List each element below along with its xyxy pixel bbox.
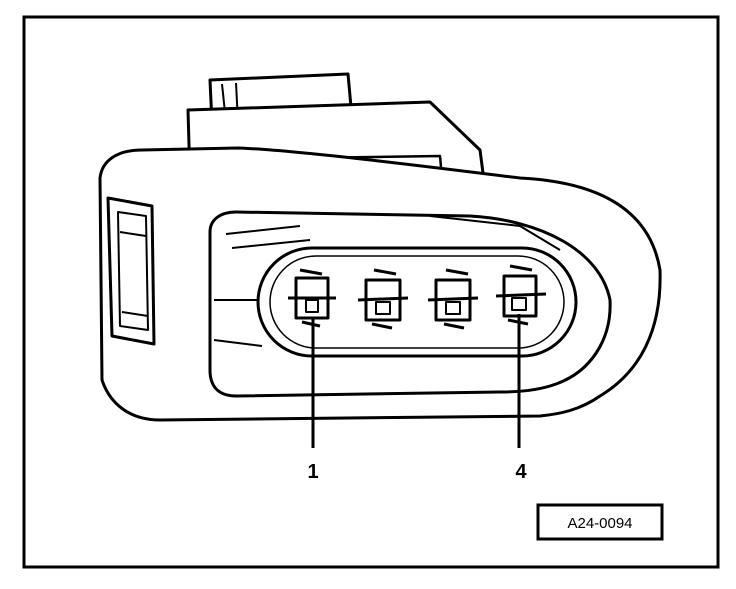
pin-carrier-inner [269,255,565,349]
callout-label-4: 4 [515,461,527,483]
pin-4 [495,264,547,326]
pin-1 [288,268,336,328]
callout-label-1: 1 [307,461,318,483]
internal-ribs [213,215,561,347]
pin-2 [357,268,409,330]
pin-carrier [256,246,578,358]
figure-frame [22,15,720,569]
figure-id-box [536,503,664,541]
side-window [106,196,156,346]
figure-id: A24-0094 [567,515,632,532]
pin-3 [427,268,479,330]
